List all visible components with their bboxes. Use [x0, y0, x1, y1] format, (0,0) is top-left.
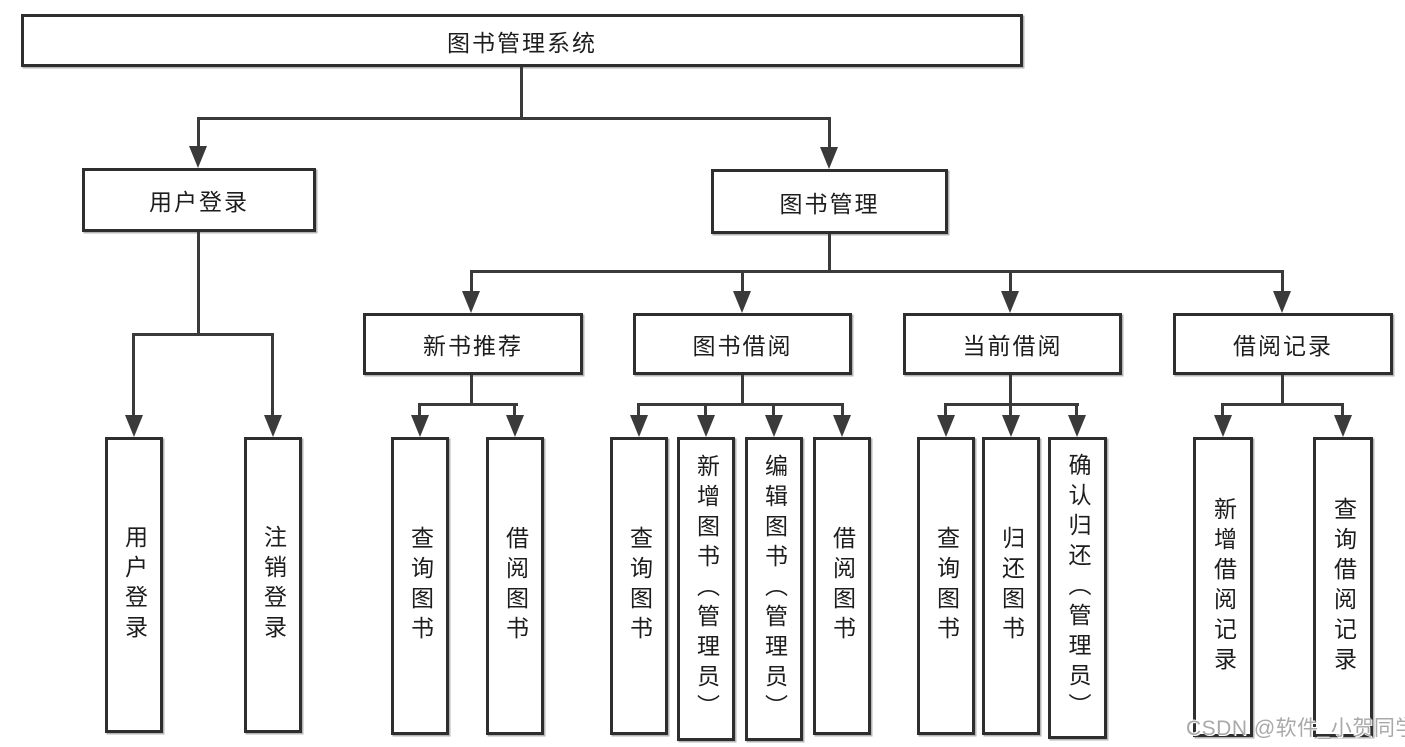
leaf-user-login: 用户登录 — [105, 437, 163, 733]
connector-line — [944, 403, 947, 415]
connector-line — [470, 270, 473, 292]
node-book-borrow: 图书借阅 — [633, 313, 852, 375]
node-label: 新书推荐 — [423, 333, 523, 359]
connector-line — [132, 333, 135, 415]
arrow-down-icon — [820, 147, 838, 169]
arrow-down-icon — [189, 146, 207, 168]
connector-line — [637, 403, 844, 406]
node-label: 用户登录 — [149, 189, 249, 215]
leaf-query-borrow-record: 查询借阅记录 — [1313, 437, 1373, 737]
connector-line — [418, 403, 421, 415]
connector-line — [741, 270, 744, 292]
connector-line — [841, 403, 844, 415]
leaf-label: 确认归还（管理员） — [1065, 453, 1091, 723]
node-label: 图书借阅 — [692, 333, 793, 359]
connector-line — [828, 117, 831, 147]
node-borrow-records: 借阅记录 — [1173, 313, 1393, 375]
connector-line — [741, 375, 744, 406]
node-label: 当前借阅 — [962, 333, 1063, 359]
connector-line — [1009, 270, 1012, 292]
leaf-label: 编辑图书（管理员） — [761, 454, 788, 724]
connector-line — [637, 403, 640, 415]
arrow-down-icon — [1273, 291, 1291, 313]
leaf-label: 查询图书 — [626, 526, 653, 646]
node-user-login: 用户登录 — [82, 168, 316, 232]
connector-line — [197, 117, 200, 146]
csdn-watermark: CSDN @软件_小贺同学 — [1186, 717, 1405, 740]
arrow-down-icon — [765, 415, 783, 437]
arrow-down-icon — [1068, 415, 1086, 437]
leaf-logout: 注销登录 — [244, 437, 302, 733]
leaf-label: 归还图书 — [998, 526, 1025, 646]
arrow-down-icon — [462, 291, 480, 313]
node-current-borrow: 当前借阅 — [903, 313, 1122, 375]
connector-line — [1341, 403, 1344, 415]
connector-line — [1281, 270, 1284, 292]
connector-line — [197, 232, 200, 335]
leaf-label: 新增借阅记录 — [1210, 497, 1237, 677]
connector-line — [828, 234, 831, 272]
arrow-down-icon — [733, 291, 751, 313]
connector-line — [513, 403, 516, 415]
leaf-label: 查询图书 — [933, 526, 960, 646]
connector-line — [772, 403, 775, 415]
arrow-down-icon — [411, 415, 429, 437]
arrow-down-icon — [264, 415, 282, 437]
node-label: 借阅记录 — [1233, 333, 1333, 359]
leaf-add-book-admin: 新增图书（管理员） — [677, 437, 735, 741]
leaf-label: 查询图书 — [407, 526, 434, 646]
connector-line — [1221, 403, 1344, 406]
arrow-down-icon — [1001, 291, 1019, 313]
connector-line — [1009, 403, 1012, 415]
arrow-down-icon — [1214, 415, 1232, 437]
leaf-label: 借阅图书 — [829, 526, 856, 646]
arrow-down-icon — [1002, 415, 1020, 437]
leaf-query-books-borrow: 查询图书 — [610, 437, 668, 735]
connector-line — [271, 333, 274, 415]
connector-line — [1281, 375, 1284, 406]
node-label: 图书管理系统 — [447, 29, 597, 56]
connector-line — [520, 67, 523, 119]
connector-line — [470, 270, 1284, 273]
connector-line — [1009, 375, 1012, 406]
leaf-query-books-recommend: 查询图书 — [391, 437, 449, 735]
leaf-label: 用户登录 — [121, 525, 148, 645]
arrow-down-icon — [833, 415, 851, 437]
leaf-add-borrow-record: 新增借阅记录 — [1193, 437, 1253, 737]
leaf-borrow-books-recommend: 借阅图书 — [486, 437, 544, 735]
node-book-management: 图书管理 — [711, 169, 948, 234]
arrow-down-icon — [630, 415, 648, 437]
connector-line — [132, 333, 274, 336]
leaf-label: 借阅图书 — [502, 526, 529, 646]
leaf-label: 查询借阅记录 — [1330, 497, 1357, 677]
connector-line — [1075, 403, 1078, 415]
connector-line — [197, 117, 831, 120]
leaf-label: 新增图书（管理员） — [693, 454, 720, 724]
leaf-edit-book-admin: 编辑图书（管理员） — [745, 437, 803, 741]
connector-line — [470, 375, 473, 406]
arrow-down-icon — [697, 415, 715, 437]
connector-line — [418, 403, 518, 406]
leaf-label: 注销登录 — [260, 525, 287, 645]
connector-line — [1221, 403, 1224, 415]
arrow-down-icon — [1334, 415, 1352, 437]
leaf-confirm-return-admin: 确认归还（管理员） — [1048, 437, 1107, 739]
leaf-return-book: 归还图书 — [982, 437, 1040, 735]
node-new-book-recommend: 新书推荐 — [363, 313, 583, 375]
node-label: 图书管理 — [779, 190, 880, 217]
node-root-library-system: 图书管理系统 — [21, 14, 1023, 67]
arrow-down-icon — [506, 415, 524, 437]
leaf-query-books-current: 查询图书 — [917, 437, 975, 735]
leaf-borrow-books: 借阅图书 — [813, 437, 871, 735]
arrow-down-icon — [937, 415, 955, 437]
arrow-down-icon — [125, 415, 143, 437]
connector-line — [704, 403, 707, 415]
